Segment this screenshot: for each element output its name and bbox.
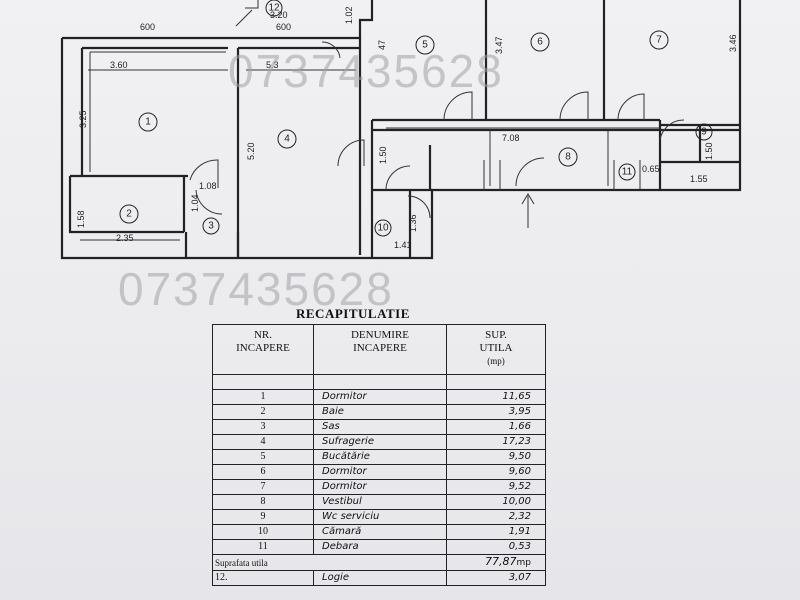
room-number: 11: [618, 163, 636, 181]
svg-text:9: 9: [701, 127, 707, 138]
dimension-label: 47: [377, 40, 387, 50]
room-number: 3: [202, 217, 220, 235]
svg-text:1: 1: [145, 117, 151, 128]
svg-text:8: 8: [565, 152, 571, 163]
svg-text:2: 2: [126, 209, 132, 220]
dimension-label: 1.50: [378, 146, 388, 164]
dimension-label: 600: [140, 22, 155, 32]
dimension-label: 1.36: [408, 214, 418, 232]
dimension-label: 1.55: [690, 174, 708, 184]
room-number: 10: [374, 219, 392, 237]
svg-text:5: 5: [422, 40, 428, 51]
svg-text:12: 12: [268, 3, 280, 14]
dimension-label: 3.25: [78, 110, 88, 128]
column-header: SUP.UTILA(mp): [446, 324, 546, 375]
dimension-label: 0.65: [642, 164, 660, 174]
dimension-label: 2.35: [116, 233, 134, 243]
room-number: 6: [530, 32, 550, 52]
svg-text:6: 6: [537, 37, 543, 48]
dimension-label: 1.08: [199, 181, 217, 191]
svg-text:7: 7: [656, 35, 662, 46]
dimension-label: 3.47: [494, 36, 504, 54]
dimension-label: 600: [276, 22, 291, 32]
room-number: 9: [695, 123, 713, 141]
room-number: 7: [649, 30, 669, 50]
svg-text:3: 3: [208, 221, 214, 232]
floor-plan: 1 2 3 4 5 6 7 8 9 10 11 12 3.60 5.3 3.20…: [60, 0, 742, 260]
svg-text:10: 10: [377, 223, 389, 234]
room-number: 2: [119, 204, 139, 224]
dimension-label: 1.02: [344, 6, 354, 24]
dimension-label: 1.58: [76, 210, 86, 228]
dimension-label: 5.20: [246, 142, 256, 160]
dimension-label: 3.20: [270, 10, 288, 20]
phone-watermark: 0737435628: [118, 263, 394, 315]
dimension-label: 5.3: [266, 60, 279, 70]
dimension-label: 1.50: [704, 142, 714, 160]
room-number: 5: [415, 35, 435, 55]
recap-title: RECAPITULATIE: [296, 306, 410, 321]
column-header: NR.INCAPERE: [212, 324, 314, 375]
room-number: 4: [277, 129, 297, 149]
room-number: 12: [265, 0, 283, 17]
svg-text:11: 11: [622, 167, 633, 178]
dimension-label: 3.60: [110, 60, 128, 70]
phone-watermark: 0737435628: [228, 45, 504, 97]
dimension-label: 3.46: [728, 34, 738, 52]
room-number: 1: [138, 112, 158, 132]
total-row: Suprafata utila 77,87mp: [212, 554, 546, 571]
svg-text:4: 4: [284, 134, 290, 145]
room-number: 8: [558, 147, 578, 167]
dimension-label: 1.41: [394, 240, 412, 250]
dimension-label: 1.04: [190, 194, 200, 212]
dimension-label: 7.08: [502, 133, 520, 143]
